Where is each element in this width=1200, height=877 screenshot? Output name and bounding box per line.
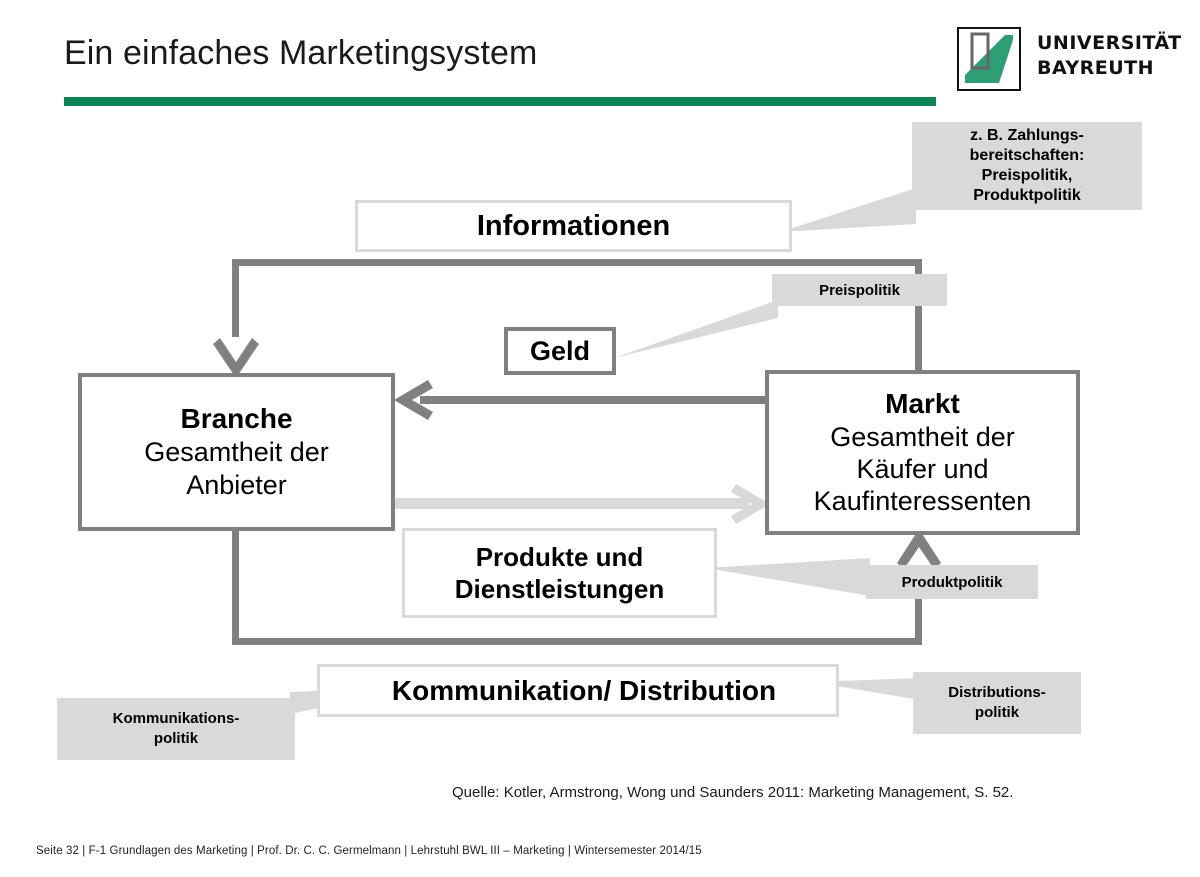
callout-kommunikations-line1: Kommunikations- bbox=[112, 710, 240, 727]
connector-top-horizontal bbox=[232, 259, 922, 266]
box-kommunikation-distribution[interactable]: Kommunikation/ Distribution bbox=[317, 664, 839, 717]
box-produkte-und-dienstleistungen[interactable]: Produkte und Dienstleistungen bbox=[402, 528, 717, 618]
box-informationen[interactable]: Informationen bbox=[355, 200, 792, 252]
slide-footer: Seite 32 | F-1 Grundlagen des Marketing … bbox=[36, 845, 702, 857]
connector-bottom-horizontal bbox=[232, 638, 922, 645]
arrow-geld-into-branche bbox=[392, 375, 438, 425]
callout-produktpolitik: Produktpolitik bbox=[866, 565, 1038, 599]
callout-kommunikationspolitik: Kommunikations- politik bbox=[57, 698, 295, 760]
box-produkte-line1: Produkte und bbox=[475, 541, 644, 572]
title-underline-rule bbox=[64, 97, 936, 106]
callout-preispolitik: Preispolitik bbox=[772, 274, 947, 306]
callout-zb-line3: Preispolitik, bbox=[981, 167, 1073, 184]
arrow-information-into-branche bbox=[205, 330, 267, 380]
connector-bottom-right-vertical bbox=[915, 566, 922, 645]
box-markt[interactable]: Markt Gesamtheit der Käufer und Kaufinte… bbox=[765, 370, 1080, 535]
callout-distributions-line1: Distributions- bbox=[948, 684, 1046, 701]
connector-geld-horizontal bbox=[420, 396, 770, 404]
box-markt-line3: Käufer und bbox=[856, 454, 989, 485]
box-kommunikation-label: Kommunikation/ Distribution bbox=[391, 674, 777, 706]
tail-distributionspolitik bbox=[812, 678, 924, 718]
box-informationen-label: Informationen bbox=[476, 209, 671, 242]
tail-preispolitik bbox=[614, 300, 784, 362]
callout-zb-line1: z. B. Zahlungs- bbox=[970, 127, 1084, 144]
connector-top-left-vertical bbox=[232, 259, 239, 337]
box-branche-line2: Gesamtheit der bbox=[144, 437, 329, 468]
callout-zb-line2: bereitschaften: bbox=[969, 147, 1085, 164]
callout-distributions-line2: politik bbox=[974, 704, 1020, 721]
connector-top-right-vertical bbox=[915, 259, 922, 371]
callout-preispolitik-label: Preispolitik bbox=[819, 281, 900, 299]
callout-zb-line4: Produktpolitik bbox=[973, 187, 1081, 204]
tail-zahlungsbereitschaften bbox=[780, 188, 920, 240]
box-markt-line2: Gesamtheit der bbox=[830, 421, 1015, 452]
page-title: Ein einfaches Marketingsystem bbox=[64, 34, 538, 72]
box-markt-title: Markt bbox=[885, 388, 960, 420]
arrow-kommunikation-into-markt bbox=[893, 529, 945, 573]
tail-produktpolitik bbox=[706, 556, 876, 600]
box-geld[interactable]: Geld bbox=[504, 327, 616, 375]
box-branche-line3: Anbieter bbox=[186, 470, 287, 501]
arrow-produkte-into-markt bbox=[726, 481, 774, 527]
logo-line-bayreuth: BAYREUTH bbox=[1037, 57, 1155, 79]
callout-produktpolitik-label: Produktpolitik bbox=[901, 573, 1003, 591]
box-branche-title: Branche bbox=[180, 402, 293, 434]
callout-distributionspolitik: Distributions- politik bbox=[913, 672, 1081, 734]
box-branche[interactable]: Branche Gesamtheit der Anbieter bbox=[78, 373, 395, 531]
callout-kommunikations-line2: politik bbox=[153, 730, 199, 747]
university-logo: UNIVERSITÄT BAYREUTH bbox=[957, 27, 1181, 91]
callout-zahlungsbereitschaften: z. B. Zahlungs- bereitschaften: Preispol… bbox=[912, 122, 1142, 210]
university-logo-mark-icon bbox=[957, 27, 1021, 91]
connector-produkte-horizontal bbox=[394, 498, 749, 509]
box-produkte-line2: Dienstleistungen bbox=[454, 574, 665, 604]
source-citation: Quelle: Kotler, Armstrong, Wong und Saun… bbox=[452, 784, 1014, 801]
box-markt-line4: Kaufinteressenten bbox=[813, 486, 1032, 517]
logo-line-universitaet: UNIVERSITÄT bbox=[1037, 32, 1182, 54]
university-logo-text: UNIVERSITÄT BAYREUTH bbox=[1037, 31, 1182, 81]
box-geld-label: Geld bbox=[529, 335, 590, 366]
connector-bottom-left-vertical bbox=[232, 526, 239, 645]
